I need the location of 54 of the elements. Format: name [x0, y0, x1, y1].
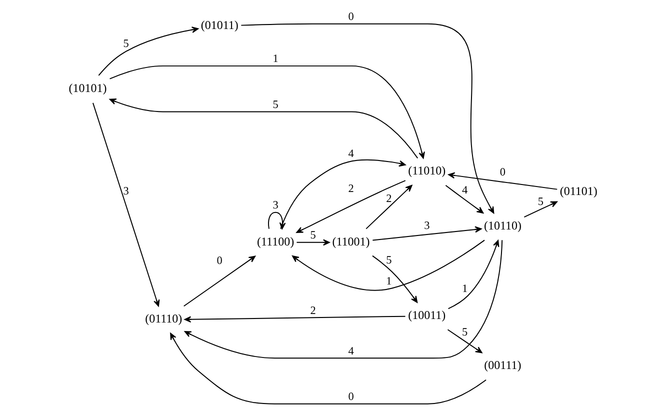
edge-label: 5 [538, 196, 544, 208]
edge-label: 3 [123, 185, 129, 198]
edge-label: 1 [272, 53, 278, 66]
edge-label: 5 [272, 98, 278, 111]
arrow [170, 332, 487, 404]
arrow [280, 159, 406, 230]
arrow [268, 212, 286, 230]
node-text: (01110) [145, 312, 182, 326]
node-text: (01011) [200, 18, 238, 32]
edge-label: 0 [500, 166, 506, 179]
arrow [296, 239, 330, 246]
edge-label: 2 [348, 183, 354, 196]
arrow [366, 184, 412, 230]
arrow [292, 240, 486, 291]
arrow [98, 26, 199, 76]
node-text: (01101) [560, 184, 598, 198]
edge-label: 5 [310, 230, 316, 242]
edge-label: 2 [386, 192, 392, 205]
node-text: (11010) [408, 164, 446, 178]
edge-label: 4 [462, 184, 468, 197]
edge-label: 5 [386, 254, 392, 266]
node-text: (10101) [68, 81, 107, 96]
arrow [109, 65, 425, 159]
arrow [445, 184, 484, 214]
arrow [372, 255, 418, 303]
edge-label: 3 [424, 220, 430, 232]
arrow [447, 329, 482, 354]
arrow [296, 180, 406, 233]
node-text: (10011) [408, 308, 446, 322]
edge-label: 0 [348, 391, 354, 404]
arrow [184, 240, 503, 359]
arrow [92, 102, 160, 307]
node-text: (11001) [332, 234, 370, 248]
arrow [109, 98, 418, 159]
edge-label: 2 [310, 304, 316, 317]
arrow [240, 23, 494, 214]
arrow [184, 316, 406, 323]
node-text: (00111) [484, 358, 522, 372]
edge-label: 4 [348, 345, 354, 358]
arrow [372, 226, 482, 241]
node-text: (10110) [484, 218, 522, 233]
edge-label: 1 [386, 275, 392, 288]
arrow [524, 201, 558, 218]
edge-label: 0 [216, 255, 222, 268]
edge-label: 5 [123, 38, 129, 50]
node-text: (11100) [256, 234, 294, 248]
arrow [448, 240, 500, 310]
edge-label: 3 [272, 200, 278, 212]
arrow [448, 172, 558, 190]
edge-label: 0 [348, 11, 354, 24]
edge-label: 4 [348, 148, 354, 160]
edge-label: 1 [462, 282, 468, 295]
arrow [183, 256, 256, 307]
edge-label: 5 [462, 326, 468, 339]
